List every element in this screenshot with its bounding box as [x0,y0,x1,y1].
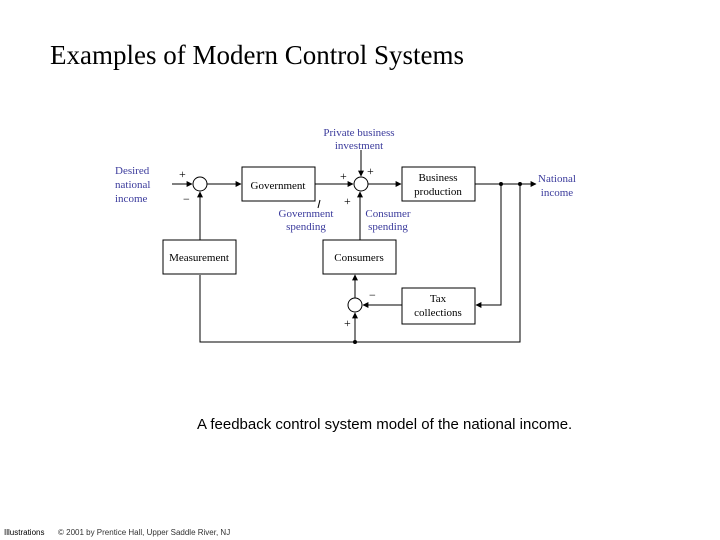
signal-lines [172,150,537,343]
consumers-block [322,239,397,275]
tax-collections-block [401,287,476,325]
government-label: Government [251,180,306,192]
slide-title: Examples of Modern Control Systems [50,40,464,70]
summing-junction-consumer [347,297,363,313]
national-income-label-line2: income [541,187,573,199]
sign-investment-plus: + [367,164,374,178]
business-production-label-line2: production [414,186,462,198]
government-block [241,166,316,202]
desired-income-label-line3: income [115,193,147,205]
business-production-label-line1: Business [418,172,457,184]
sign-input-minus: − [183,192,190,206]
measurement-block [162,239,237,275]
summing-junction-input [192,176,208,192]
sign-government-plus: + [340,169,347,183]
consumers-label: Consumers [334,252,384,264]
desired-income-label-line1: Desired [115,165,150,177]
consumer-spending-label-line1: Consumer [365,208,411,220]
government-spending-label-line2: spending [286,221,326,233]
tax-collections-label-line1: Tax [430,293,447,305]
national-income-label-line1: National [538,173,576,185]
business-production-block [401,166,476,202]
footer-illustrations: Illustrations [4,528,45,537]
takeoff-point-bottom [353,340,357,344]
sign-tax-minus: − [369,288,376,302]
summing-junction-production [353,176,369,192]
sign-feedback-plus: + [344,316,351,330]
sign-input-plus: + [179,167,186,181]
tax-collections-label-line2: collections [414,307,462,319]
footer-copyright: © 2001 by Prentice Hall, Upper Saddle Ri… [58,528,231,537]
takeoff-point-tax [499,182,503,186]
sign-consumer-spending-plus: + [344,194,351,208]
figure-caption: A feedback control system model of the n… [197,416,573,433]
government-spending-label-line1: Government [279,208,334,220]
consumer-spending-label-line2: spending [368,221,408,233]
private-investment-label-line2: investment [335,140,383,152]
private-investment-label-line1: Private business [323,127,394,139]
takeoff-point-feedback [518,182,522,186]
desired-income-label-line2: national [115,179,150,191]
measurement-label: Measurement [169,252,229,264]
